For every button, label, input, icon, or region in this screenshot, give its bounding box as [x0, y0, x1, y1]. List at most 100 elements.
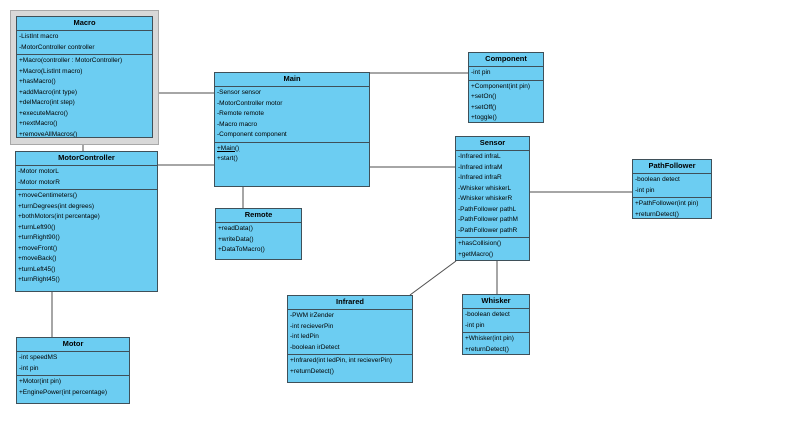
method-line: +removeAllMacros()	[19, 130, 78, 138]
method-line: +Motor(int pin)	[19, 378, 62, 385]
connector-sensor-infrared[interactable]	[409, 260, 457, 296]
class-title-motor: Motor	[17, 338, 129, 352]
method-line: +Whisker(int pin)	[465, 335, 514, 342]
method-line: +hasCollision()	[458, 240, 502, 247]
method-line: +Macro(ListInt macro)	[19, 67, 83, 75]
attribute-line: -int pin	[465, 321, 485, 329]
attributes-compartment: -Sensor sensor -MotorController motor -Rem…	[215, 87, 369, 143]
attributes-compartment: -PWM irZender -int recieverPin -int ledPin…	[288, 310, 412, 355]
method-line: +turnRight45()	[18, 276, 60, 283]
attributes-compartment: -boolean detect-int pin	[633, 174, 711, 198]
class-title-remote: Remote	[216, 209, 301, 223]
method-line: +Infrared(int ledPin, int recieverPin)	[290, 357, 393, 364]
method-line: +moveCentimeters()	[18, 192, 78, 199]
method-line: +readData()	[218, 225, 253, 232]
methods-compartment: +readData() +writeData() +DataToMacro()	[216, 223, 301, 259]
method-line: +DataToMacro()	[218, 246, 265, 253]
method-line: +moveFront()	[18, 244, 58, 252]
attribute-line: -Motor motorR	[18, 178, 60, 186]
attributes-compartment: -int pin	[469, 67, 543, 81]
attribute-line: -int ledPin	[290, 333, 319, 340]
methods-compartment: +Component(int pin) +setOn() +setOff() +tog…	[469, 81, 543, 123]
class-title-sensor: Sensor	[456, 137, 529, 151]
class-title-main: Main	[215, 73, 369, 87]
method-line: +turnRight90()	[18, 234, 60, 241]
class-box-sensor[interactable]: Sensor-Infrared infraL-Infrared infraM-I…	[455, 136, 530, 261]
attributes-compartment: -ListInt macro -MotorController controlle…	[17, 31, 152, 55]
attribute-line: -MotorController controller	[19, 43, 95, 51]
class-title-component: Component	[469, 53, 543, 67]
method-line: +returnDetect()	[465, 345, 509, 353]
class-box-component[interactable]: Component -int pin +Component(int pin) +set…	[468, 52, 544, 123]
attribute-line: -int recieverPin	[290, 322, 334, 330]
methods-compartment: +Main() +start()	[215, 143, 369, 187]
attribute-line: -Remote remote	[217, 110, 264, 117]
class-box-main[interactable]: Main -Sensor sensor -MotorController motor…	[214, 72, 370, 187]
class-box-pathfollower[interactable]: PathFollower-boolean detect-int pin+Path…	[632, 159, 712, 219]
attribute-line: -Macro macro	[217, 120, 258, 128]
attribute-line: -Whisker whiskerR	[458, 195, 513, 202]
attribute-line: -PathFollower pathL	[458, 205, 517, 213]
method-line: +Main()	[217, 144, 240, 152]
class-title-motorcontroller: MotorController	[16, 152, 157, 166]
method-line: +executeMacro()	[19, 109, 68, 117]
methods-compartment: +PathFollower(int pin) +returnDetect()	[633, 198, 711, 218]
method-line: +setOff()	[471, 103, 497, 111]
method-line: +turnLeft90()	[18, 223, 56, 231]
method-line: +returnDetect()	[290, 367, 334, 375]
attribute-line: -Whisker whiskerL	[458, 184, 512, 192]
attribute-line: -int pin	[471, 69, 491, 76]
method-line: +moveBack()	[18, 255, 57, 262]
methods-compartment: +moveCentimeters() +turnDegrees(int degre…	[16, 190, 157, 291]
methods-compartment: +Motor(int pin) +EnginePower(int percenta…	[17, 376, 129, 403]
method-line: +returnDetect()	[635, 210, 679, 218]
attribute-line: -PathFollower pathR	[458, 226, 518, 234]
methods-compartment: +Macro(controller : MotorController) +Mac…	[17, 55, 152, 137]
method-line: +Macro(controller : MotorController)	[19, 57, 123, 64]
class-box-remote[interactable]: Remote +readData() +writeData() +DataToMacr…	[215, 208, 302, 260]
attributes-compartment: -boolean detect -int pin	[463, 309, 529, 333]
method-line: +setOn()	[471, 93, 497, 100]
method-line: +toggle()	[471, 114, 497, 121]
attribute-line: -Motor motorL	[18, 168, 59, 175]
attribute-line: -Sensor sensor	[217, 89, 262, 96]
method-line: +addMacro(int type)	[19, 88, 77, 96]
attributes-compartment: -Motor motorL -Motor motorR	[16, 166, 157, 190]
attribute-line: -ListInt macro	[19, 33, 59, 40]
methods-compartment: +Whisker(int pin) +returnDetect()	[463, 333, 529, 354]
class-title-pathfollower: PathFollower	[633, 160, 711, 174]
attribute-line: -MotorController motor	[217, 99, 283, 107]
class-box-infrared[interactable]: Infrared -PWM irZender -int recieverPin -in…	[287, 295, 413, 383]
class-box-macro[interactable]: Macro -ListInt macro -MotorController cont…	[16, 16, 153, 138]
method-line: +EnginePower(int percentage)	[19, 388, 107, 396]
attribute-line: -boolean irDetect	[290, 343, 340, 351]
class-title-whisker: Whisker	[463, 295, 529, 309]
class-title-infrared: Infrared	[288, 296, 412, 310]
method-line: +PathFollower(int pin)	[635, 200, 699, 207]
attribute-line: -boolean detect	[465, 311, 510, 318]
attribute-line: -Infrared infraR	[458, 174, 502, 181]
method-line: +start()	[217, 155, 238, 162]
method-line: +turnLeft45()	[18, 265, 56, 273]
methods-compartment: +hasCollision() +getMacro()	[456, 238, 529, 260]
attribute-line: -PathFollower pathM	[458, 216, 518, 223]
class-title-macro: Macro	[17, 17, 152, 31]
method-line: +writeData()	[218, 235, 254, 243]
method-line: +getMacro()	[458, 250, 494, 258]
attribute-line: -int speedMS	[19, 354, 58, 361]
attribute-line: -Infrared infraM	[458, 163, 503, 171]
attributes-compartment: -Infrared infraL -Infrared infraM -Infrare…	[456, 151, 529, 238]
attribute-line: -Component component	[217, 131, 287, 138]
attribute-line: -Infrared infraL	[458, 153, 501, 160]
class-box-motorcontroller[interactable]: MotorController-Motor motorL-Motor motor…	[15, 151, 158, 292]
methods-compartment: +Infrared(int ledPin, int recieverPin) +r…	[288, 355, 412, 382]
class-box-whisker[interactable]: Whisker -boolean detect -int pin +Whisker(i…	[462, 294, 530, 355]
attribute-line: -int pin	[635, 186, 655, 194]
attribute-line: -int pin	[19, 364, 39, 372]
method-line: +Component(int pin)	[471, 82, 531, 90]
method-line: +turnDegrees(int degrees)	[18, 202, 95, 210]
attribute-line: -PWM irZender	[290, 312, 335, 319]
class-box-motor[interactable]: Motor -int speedMS -int pin +Motor(int pin)…	[16, 337, 130, 404]
method-line: +delMacro(int step)	[19, 99, 75, 106]
